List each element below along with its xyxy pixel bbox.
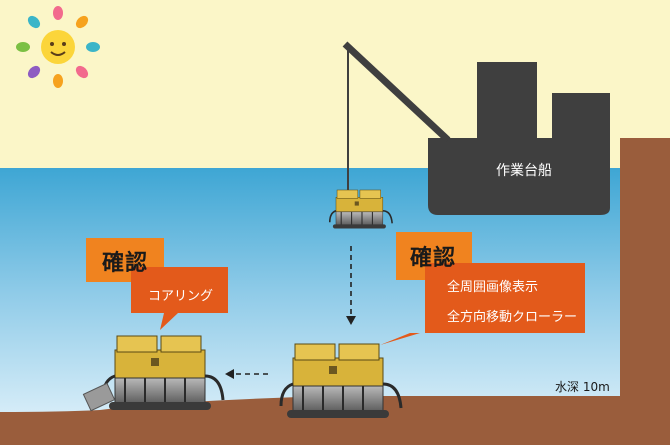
callout-right-title: 確認 — [410, 246, 457, 271]
callout-right-shapes — [380, 232, 585, 345]
callout-right-item-2: 全方向移動クローラー — [447, 310, 578, 325]
sun-icon — [16, 6, 100, 88]
ship-label: 作業台船 — [496, 163, 552, 179]
callout-left-title: 確認 — [102, 251, 149, 276]
arrow-left — [225, 369, 268, 379]
callout-left-item: コアリング — [148, 289, 214, 304]
core-sample — [82, 382, 116, 412]
arrow-down — [346, 246, 356, 325]
callout-right-item-1: 全周囲画像表示 — [447, 280, 539, 295]
depth-label: 水深 10m — [555, 380, 610, 394]
seabed — [0, 138, 670, 445]
work-barge — [342, 41, 610, 215]
callout-left-shapes — [86, 238, 228, 330]
